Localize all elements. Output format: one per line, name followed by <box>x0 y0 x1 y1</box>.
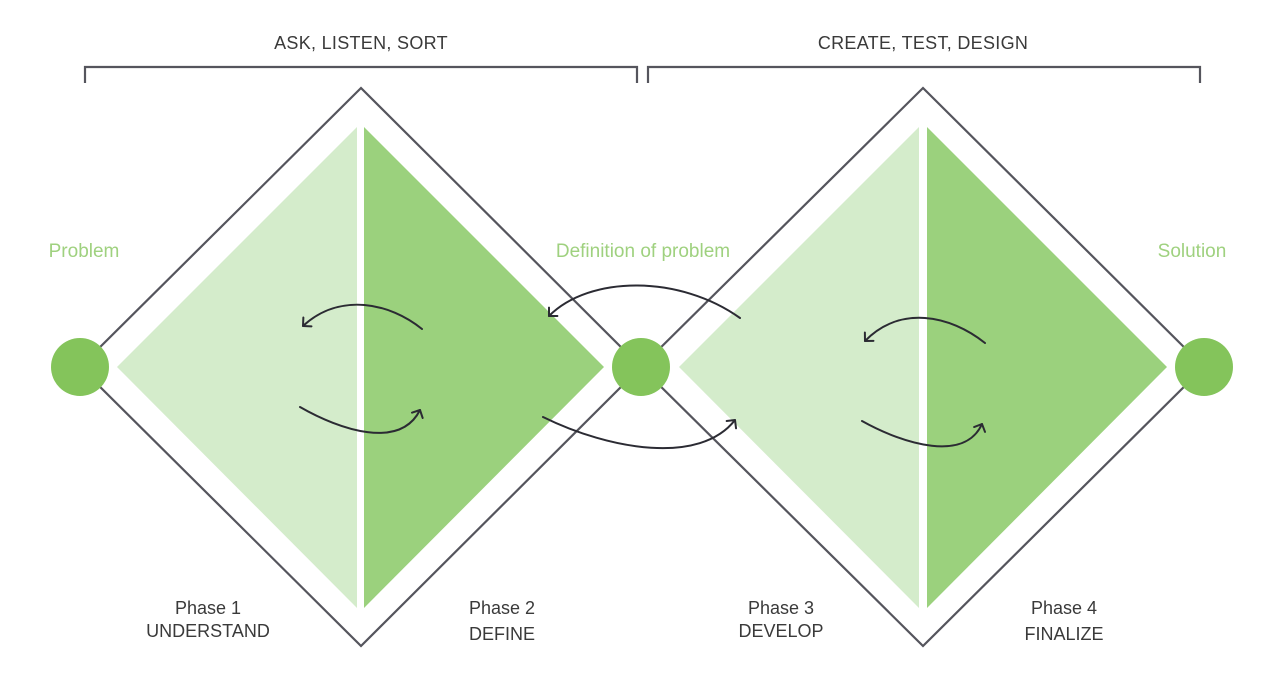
arrow-forward-to-develop <box>542 416 738 450</box>
node-problem <box>51 338 109 396</box>
label-definition-of-problem: Definition of problem <box>556 241 730 262</box>
node-solution <box>1175 338 1233 396</box>
arrow-left-loop-bottom <box>299 406 424 434</box>
phase-2-name: DEFINE <box>469 624 535 644</box>
bracket-right <box>646 65 1202 83</box>
phase-4-name: FINALIZE <box>1024 624 1103 644</box>
header-ask-listen-sort: ASK, LISTEN, SORT <box>274 33 448 53</box>
diamond-left <box>78 86 643 648</box>
phase-1-name: UNDERSTAND <box>146 621 270 641</box>
bracket-left <box>83 65 639 83</box>
arrow-right-loop-top <box>863 316 986 344</box>
arrow-right-loop-bottom <box>861 420 987 448</box>
header-create-test-design: CREATE, TEST, DESIGN <box>818 33 1028 53</box>
phase-1-title: Phase 1 <box>175 598 241 618</box>
phase-1-area <box>117 127 357 608</box>
phase-3-name: DEVELOP <box>738 621 823 641</box>
phase-3-title: Phase 3 <box>748 598 814 618</box>
arrow-left-loop-top <box>302 303 423 330</box>
label-problem: Problem <box>49 241 120 262</box>
diamond-right <box>639 86 1206 648</box>
phase-2-title: Phase 2 <box>469 598 535 618</box>
phase-4-title: Phase 4 <box>1031 598 1097 618</box>
arrow-feedback-to-define <box>548 284 741 319</box>
phase-4-area <box>927 127 1167 608</box>
phase-3-area <box>679 127 919 608</box>
node-definition <box>612 338 670 396</box>
label-solution: Solution <box>1158 241 1227 262</box>
phase-2-area <box>364 127 604 608</box>
